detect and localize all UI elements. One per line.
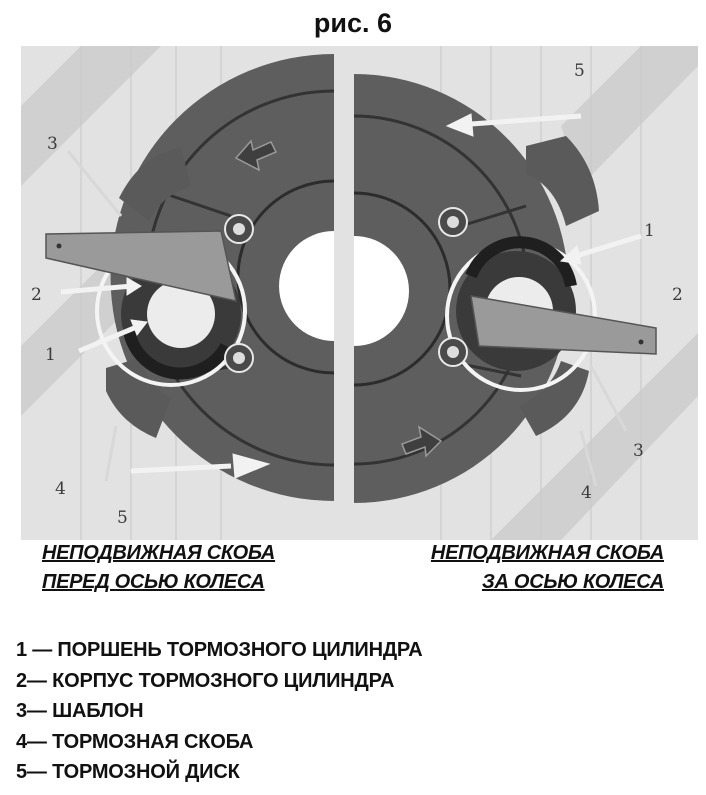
brake-disc-photo: 1 2 3 4 5 1 2 3 4 5	[21, 46, 698, 540]
callout-right-3: 3	[633, 441, 644, 461]
caption-left-line1: НЕПОДВИЖНАЯ СКОБА	[42, 542, 276, 564]
legend-item: 5— ТОРМОЗНОЙ ДИСК	[16, 761, 240, 783]
legend-item: 1 — ПОРШЕНЬ ТОРМОЗНОГО ЦИЛИНДРА	[16, 639, 423, 661]
callouts-left: 1 2 3 4 5	[31, 134, 128, 528]
disc-left-pads	[106, 148, 191, 438]
callout-left-4: 4	[55, 479, 66, 499]
callout-left-3: 3	[47, 134, 58, 154]
callout-right-2: 2	[672, 285, 683, 305]
caption-right: НЕПОДВИЖНАЯ СКОБА ЗА ОСЬЮ КОЛЕСА	[431, 539, 664, 597]
left-template-gauge	[45, 230, 237, 302]
callout-right-4: 4	[581, 483, 592, 503]
right-template-gauge	[470, 295, 657, 355]
photo-split-line	[334, 46, 354, 540]
left-template-hole	[56, 243, 62, 249]
legend-item: 2— КОРПУС ТОРМОЗНОГО ЦИЛИНДРА	[16, 669, 395, 692]
callouts-right: 1 2 3 4 5	[574, 61, 683, 503]
legend-item: 3— ШАБЛОН	[16, 700, 144, 722]
background-shadow-bands	[21, 46, 698, 540]
caption-left: НЕПОДВИЖНАЯ СКОБА ПЕРЕД ОСЬЮ КОЛЕСА	[42, 539, 275, 597]
callout-left-5: 5	[117, 508, 128, 528]
callout-left-2: 2	[31, 285, 42, 305]
legend-item: 4— ТОРМОЗНАЯ СКОБА	[16, 730, 254, 753]
rotation-arrows	[234, 139, 443, 458]
callout-right-5: 5	[574, 61, 585, 81]
caption-right-line2: ЗА ОСЬЮ КОЛЕСА	[481, 571, 664, 593]
caption-right-line1: НЕПОДВИЖНАЯ СКОБА	[430, 542, 664, 564]
callout-left-1: 1	[45, 345, 56, 365]
legend-list: 1 — ПОРШЕНЬ ТОРМОЗНОГО ЦИЛИНДРА 2— КОРПУ…	[16, 635, 423, 788]
figure-title: рис. 6	[313, 8, 393, 38]
right-template-hole	[638, 339, 644, 345]
disc-right-pads	[519, 136, 599, 436]
caption-left-line2: ПЕРЕД ОСЬЮ КОЛЕСА	[42, 571, 265, 593]
callout-right-1: 1	[644, 221, 655, 241]
leader-arrows	[60, 113, 642, 487]
